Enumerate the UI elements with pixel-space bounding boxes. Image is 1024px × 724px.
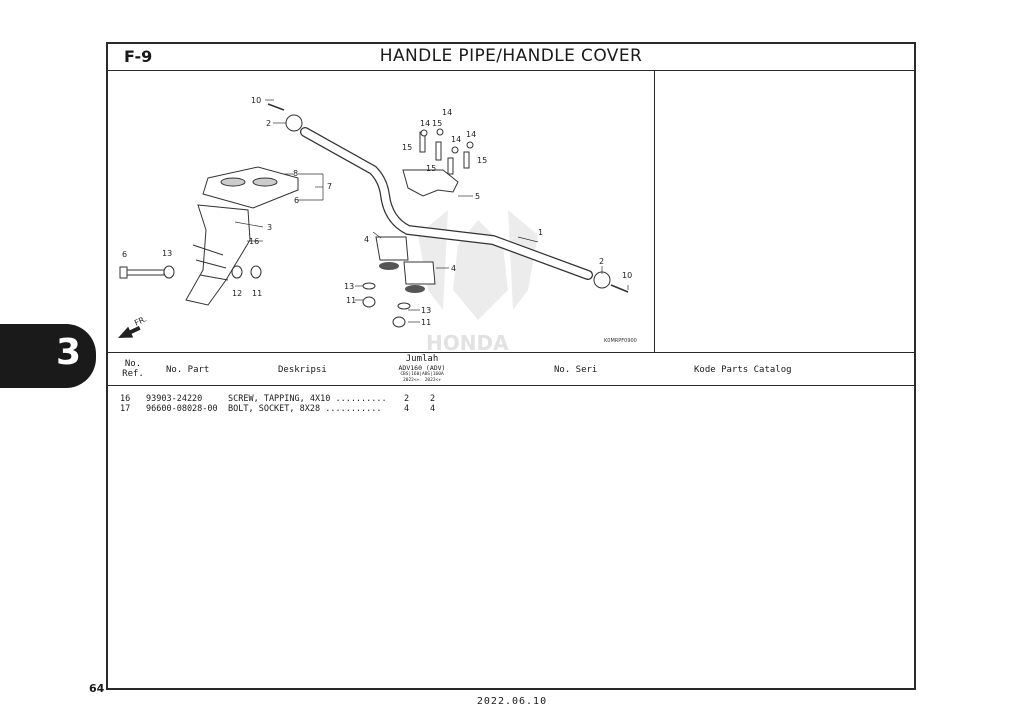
header-qty-title: Jumlah <box>405 354 439 364</box>
callout-3: 3 <box>267 223 272 232</box>
watermark-text: HONDA <box>426 331 509 352</box>
cell-part: 93903-24220 <box>146 394 203 404</box>
header-desc: Deskripsi <box>278 365 327 375</box>
honda-watermark <box>418 210 538 320</box>
page-title: HANDLE PIPE/HANDLE COVER <box>379 46 643 66</box>
callout-17b: 15 <box>402 143 412 152</box>
cell-desc: SCREW, TAPPING, 4X10 .......... <box>228 394 387 404</box>
callout-11b: 11 <box>346 296 356 305</box>
callout-11: 11 <box>252 289 262 298</box>
cell-ref: 17 <box>120 404 131 414</box>
direction-label: FR. <box>133 314 148 327</box>
handle-cover <box>202 166 299 209</box>
cell-qty1: 2 <box>404 394 410 404</box>
table-header: No. Ref. No. Part Deskripsi Jumlah ADV16… <box>108 352 914 386</box>
page-number: 64 <box>89 682 105 695</box>
cell-qty2: 2 <box>430 394 436 404</box>
callout-12: 12 <box>232 289 242 298</box>
callout-15d: 14 <box>466 130 476 139</box>
callout-15a: 14 <box>442 108 452 117</box>
callout-8: 8 <box>293 169 298 178</box>
handle-pipe <box>301 128 592 279</box>
section-tab: 3 <box>0 324 96 388</box>
callout-15b: 14 <box>420 119 430 128</box>
section-number: 3 <box>56 332 82 373</box>
callout-4b: 4 <box>451 264 456 273</box>
callout-16: 16 <box>249 237 259 246</box>
header-serial: No. Seri <box>554 365 598 375</box>
diagram-code: K0MRPF0900 <box>604 338 637 344</box>
cell-qty2: 4 <box>430 404 436 414</box>
exploded-diagram: HONDA <box>108 70 655 355</box>
cell-desc: BOLT, SOCKET, 8X28 ........... <box>228 404 382 414</box>
parts-list: 16 93903-24220 SCREW, TAPPING, 4X10 ....… <box>108 394 914 414</box>
header-part: No. Part <box>166 365 210 375</box>
print-date: 2022.06.10 <box>476 696 548 707</box>
callout-2: 2 <box>266 119 271 128</box>
callout-1: 1 <box>538 228 543 237</box>
table-row: 16 93903-24220 SCREW, TAPPING, 4X10 ....… <box>108 394 914 404</box>
header-qty-model: ADV160 (ADV) <box>398 364 446 372</box>
callout-10: 10 <box>251 96 261 105</box>
parts-sheet-frame: F-9 HANDLE PIPE/HANDLE COVER HONDA <box>106 42 916 690</box>
holder-bracket <box>185 204 251 306</box>
table-row: 17 96600-08028-00 BOLT, SOCKET, 8X28 ...… <box>108 404 914 414</box>
header-qty-variants: CBS|160|ABS|160A <box>400 372 444 377</box>
callout-6: 6 <box>294 196 299 205</box>
cell-ref: 16 <box>120 394 131 404</box>
cell-qty1: 4 <box>404 404 410 414</box>
lower-holder-left <box>375 236 409 261</box>
figure-code: F-9 <box>124 47 153 66</box>
callout-15c: 14 <box>451 135 461 144</box>
callout-17d: 15 <box>426 164 436 173</box>
callout-10b: 10 <box>622 271 632 280</box>
header-qty-years: 2022<+ 2022<+ <box>403 378 441 383</box>
cell-part: 96600-08028-00 <box>146 404 218 414</box>
callout-4a: 4 <box>364 235 369 244</box>
callout-2b: 2 <box>599 257 604 266</box>
upper-holder <box>402 169 459 197</box>
callout-11c: 11 <box>421 318 431 327</box>
header-catalog: Kode Parts Catalog <box>694 365 792 375</box>
callout-17a: 15 <box>432 119 442 128</box>
sheet-header: F-9 HANDLE PIPE/HANDLE COVER <box>108 44 914 71</box>
callout-7: 7 <box>327 182 332 191</box>
callout-6b: 6 <box>122 250 127 259</box>
diagram-svg: HONDA <box>118 96 637 355</box>
header-ref: No. Ref. <box>122 359 144 379</box>
callout-17c: 15 <box>477 156 487 165</box>
callout-13b: 13 <box>421 306 431 315</box>
front-arrow <box>118 326 141 338</box>
callout-14: 13 <box>162 249 172 258</box>
end-weight-right <box>593 271 611 289</box>
callout-13a: 13 <box>344 282 354 291</box>
end-weight-left <box>285 114 303 132</box>
lower-holder-right <box>403 261 436 285</box>
callout-5: 5 <box>475 192 480 201</box>
